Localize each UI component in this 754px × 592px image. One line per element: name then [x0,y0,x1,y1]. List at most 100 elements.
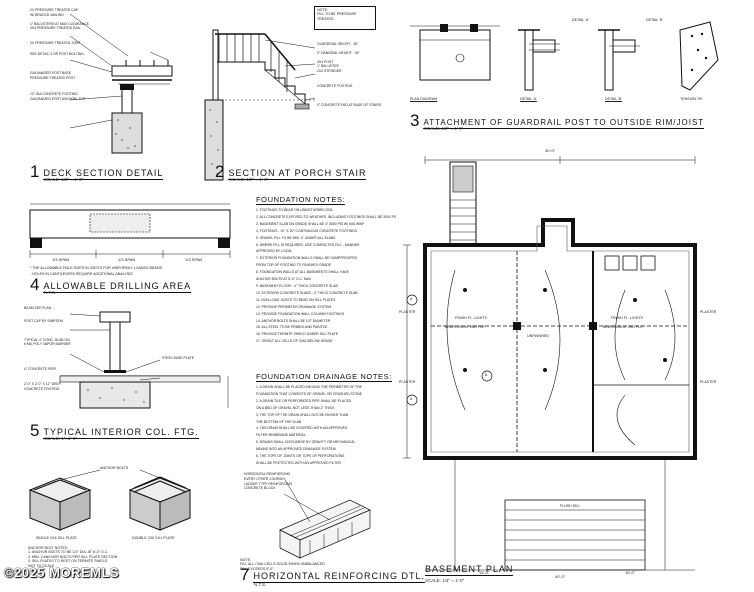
foundation-note: 6. WHERE FILL IS REQUIRED, USE COMPACTED… [256,242,360,247]
deck-callout: SEE DETAIL 3 OR POST BOLTING [30,51,84,56]
reinforcing-callouts: HORIZONTAL REINFORCING EVERY OTHER COURS… [244,472,292,491]
reinforcing-panel: HORIZONTAL REINFORCING EVERY OTHER COURS… [240,470,425,592]
panel-scale: N.T.S. [44,290,57,295]
sill-note-line: ANCHOR BOLT NOTES: [28,546,69,550]
deck-callouts: 2X PRESSURE TREATED CAP W/ BRACED NAILIN… [30,8,89,102]
panel-title: DECK SECTION DETAIL [43,168,164,180]
reinforcing-note-line: FILL ALL CMU CELLS SOLID WHEN UNBALANCED [240,562,326,567]
panel-title: ATTACHMENT OF GUARDRAIL POST TO OUTSIDE … [423,118,705,129]
drilling-panel: 1/3 SPAN 1/3 SPAN 1/3 SPAN * THE ALLOWAB… [0,190,245,300]
col-callout: TYPICAL 4" CONC. SLAB ON [24,337,70,342]
panel-number: 7 [240,565,250,584]
drainage-note: FILTER MEMBRANE MATERIAL [256,433,306,438]
watermark: ©2025 MOREMLS [4,565,120,580]
anchor-bolts-label: ANCHOR BOLTS [100,466,129,470]
drainage-note: 5. DRAINS SHALL DISCHARGE BY GRAVITY OR … [256,440,356,445]
deck-callout: PRESSURE TREATED POST [30,75,76,80]
detail-b-label: DETAIL 'B' [605,97,622,101]
panel-scale: SCALE: 1/2" = 1'-0" [424,126,464,131]
col-callouts-left: BEAM SEE PLAN POST CAP BY SIMPSON TYPICA… [24,306,71,392]
tension-tie-label: TENSION TIE [680,97,703,101]
detail-a-head: DETAIL 'A' [572,18,589,22]
panel-number: 4 [30,275,40,294]
drainage-note: THE BOTTOM OF THE SLAB [256,419,302,424]
step-label: FLUSH SILL [560,504,581,508]
foundation-note: 12. PROVIDE PERIMETER DRAINAGE SYSTEM [256,304,332,309]
drainage-note: MEANS INTO AN APPROVED DRAINAGE SYSTEM [256,447,336,452]
foundation-note: 14. ANCHOR BOLTS SHALL BE 1/2" DIAMETER [256,318,331,323]
side-label: PLASTER [399,310,416,314]
deck-section-title-row: 1 DECK SECTION DETAIL [30,162,164,181]
deck-callout: 2X4 PRESSURE TREATED RAIL [30,26,81,31]
panel-number: 2 [215,162,225,181]
drainage-notes-title: FOUNDATION DRAINAGE NOTES: [256,372,392,382]
drainage-note: 1. A DRAIN SHALL BE PLACED AROUND THE PE… [256,385,362,389]
foundation-note: 13. PROVIDE FOUNDATION WALL COLUMN FOOTI… [256,311,345,316]
panel-title: TYPICAL INTERIOR COL. FTG. [43,427,199,439]
dim-label: 15'-0" [479,570,490,575]
drilling-drawing [29,203,231,258]
porch-callout: CONCRETE FOOTING [317,83,353,88]
panel-scale: N.T.S. [254,582,267,587]
grid-bubble-label: A [410,297,413,301]
drainage-note: ON A BED OF GRAVEL NOT LESS THAN 2" THIC… [256,405,335,410]
side-label: PLASTER [700,310,717,314]
drilling-title-row: 4 ALLOWABLE DRILLING AREA [30,275,192,294]
foundation-note: 5. GRAVEL FILL TO BE MIN. 4" UNDER ALL S… [256,235,336,240]
panel-title: SECTION AT PORCH STAIR [228,168,367,180]
foundation-note: FROM TOP OF FOOTING TO FINISHED GRADE [256,263,332,268]
foundation-note: 4. FOOTINGS - 10" X 20" CONTINUOUS CONCR… [256,228,357,233]
room-label: FINISH FL. LIGHTS [455,316,487,320]
deck-callout: 2X PRESSURE TREATED JOIST [30,41,81,46]
guardrail-title-row: 3 ATTACHMENT OF GUARDRAIL POST TO OUTSID… [410,111,705,130]
grid-bubble-label: B [485,373,488,377]
col-callout: CONCRETE FOOTING [24,386,60,391]
note-box-line: NOTE: [317,8,328,12]
foundation-note: 15. ALL STEEL TO BE PRIMED AND PAINTED [256,325,328,330]
double-sill-label: DOUBLE 2X6 SILL PLATE [132,536,175,540]
foundation-note: ANCHOR BOLTS AT 6'-0" O.C. MAX [256,277,312,282]
room-label: BEDROOM AT 2ND FLR. [445,325,486,329]
reinforcing-note: NOTE: FILL ALL CMU CELLS SOLID WHEN UNBA… [240,558,325,571]
porch-callout: 2" HANDRAIL HEIGHT - 34" [317,50,360,55]
guardrail-drawing [410,21,719,91]
dim-label: 30'-0" [545,148,556,153]
drainage-note: FOUNDATION THAT CONSISTS OF GRAVEL OR CR… [256,391,363,396]
span-label: 1/3 SPAN [118,257,136,262]
panel-number: 1 [30,162,40,181]
foundation-notes-list: 1. FOOTINGS TO BEAR ON UNDISTURBED SOIL … [256,207,396,345]
foundation-note: 9. BASEMENT FLOOR - 4" THICK CONCRETE SL… [256,283,338,288]
sill-note-line: 3. SILL PLATES TO REST ON TERMITE SHIELD [28,559,108,564]
sill-plate-panel: ANCHOR BOLTS SINGLE 2X6 SILL PLATE DOUBL… [0,460,240,592]
grid-bubble-label: A [410,397,413,401]
foundation-note: APPROVED BY LOCAL [256,249,293,254]
drainage-note: 6. THE TOPS OF JOINTS OR TOPS OF PERFORA… [256,454,345,459]
sill-note-line: NOT TO SCALE [28,563,55,568]
porch-stair-panel: NOTE: FILL TO BE PRESSURE TREATED GUARDR… [204,0,395,190]
plan-diagram-label: PLAN DIAGRAM [410,97,438,101]
room-label: UNFINISHED [527,334,549,338]
reinforcing-callout: LADDER TYPE REINFORCING [244,481,293,486]
foundation-note: 11. NON-LOAD JOISTS TO BEAR ON SILL PLAT… [256,297,336,302]
panel-number: 3 [410,111,420,130]
foundation-note: 1. FOOTINGS TO BEAR ON UNDISTURBED SOIL [256,208,334,212]
panel-title: HORIZONTAL REINFORCING DTL. [253,571,425,583]
sill-note-line: 1. ANCHOR BOLTS TO BE 1/2" DIA. AT 6'-0"… [28,550,109,555]
porch-callout: GUARDRAIL HEIGHT - 36" [317,42,359,46]
interior-col-panel: BEAM SEE PLAN POST CAP BY SIMPSON TYPICA… [0,300,245,445]
panel-scale: SCALE: 1/2" = 1'-0" [229,177,269,182]
col-callout: BEAM SEE PLAN [24,306,52,310]
foundation-note: 17. GROUT ALL CELLS OF CMU BELOW GRADE [256,339,333,344]
interior-col-drawing [59,311,229,409]
reinforcing-note-line: NOTE: [240,558,251,562]
deck-callout: GALVANIZED POST ANCHOR, TYP. [30,97,86,102]
drainage-note: 3. THE TOP OF THE DRAIN SHALL NOT BE HIG… [256,412,349,417]
foundation-note: 8. FOUNDATION WALLS AT ALL BASEMENTS SHA… [256,270,350,275]
porch-callout: 1" BALUSTER [317,64,339,69]
col-callout: 4" CONCRETE PIER [24,367,56,372]
porch-callouts: GUARDRAIL HEIGHT - 36" 2" HANDRAIL HEIGH… [317,42,381,108]
foundation-notes-title: FOUNDATION NOTES: [256,195,346,205]
foundation-note: 7. EXTERIOR FOUNDATION WALLS SHALL BE DA… [256,256,358,261]
col-callout: 6 MIL POLY VAPOR BARRIER [24,342,71,347]
porch-stair-title-row: 2 SECTION AT PORCH STAIR [215,162,367,181]
